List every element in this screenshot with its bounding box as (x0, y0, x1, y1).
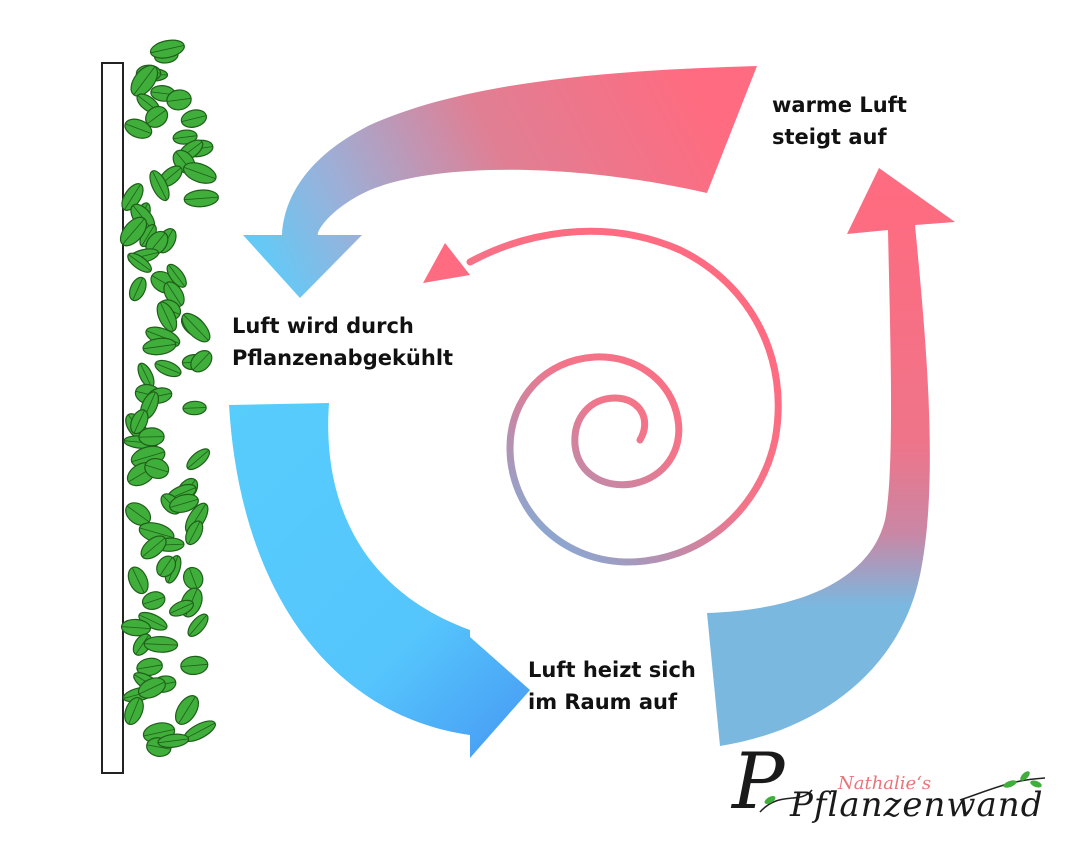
leaf-vein (173, 135, 198, 139)
leaf-vein (143, 343, 176, 350)
arrow-left-cool (229, 403, 530, 758)
label-air-cooled-by-plants: Luft wird durch Pflanzenabgekühlt (232, 314, 454, 370)
leaf-vein (183, 314, 209, 341)
logo-vine (759, 777, 1046, 813)
leaf-vein (126, 505, 150, 523)
leaf-vein (152, 170, 168, 201)
wall (101, 62, 124, 774)
leaf-vein (166, 282, 182, 306)
leaf-vein (144, 643, 178, 646)
leaf-vein (139, 363, 153, 388)
leaf-vein (142, 537, 166, 558)
leaf-vein (122, 218, 145, 245)
leaf-vein (166, 97, 192, 102)
leaf-vein (138, 436, 165, 438)
leaf-vein (135, 634, 150, 655)
leaf-vein (188, 521, 201, 545)
leaf-vein (159, 557, 173, 576)
leaf-vein (180, 663, 208, 667)
label-air-heats-up: Luft heizt sich im Raum auf (528, 658, 696, 714)
logo-subtitle: Nathalie‘s (838, 773, 932, 794)
leaf-vein (178, 696, 196, 724)
leaf-vein (155, 362, 181, 374)
leaf-vein (124, 184, 141, 211)
leaf-vein (182, 407, 207, 409)
leaf-vein (147, 109, 167, 125)
leaf-vein (133, 410, 145, 434)
leaf-vein (131, 451, 165, 463)
leaf-vein (188, 614, 208, 636)
leaf-vein (183, 722, 216, 740)
leaf-vein (169, 602, 194, 614)
leaf-vein (187, 449, 210, 469)
leaf-vein (142, 596, 165, 605)
leaf-vein (188, 567, 198, 589)
leaf-vein (133, 66, 156, 96)
spiral-arrowhead (423, 243, 470, 283)
arrow-top-warm-to-cool (243, 66, 757, 298)
leaf-vein (141, 224, 155, 247)
leaf-vein (157, 738, 189, 744)
leaf-vein (192, 352, 210, 371)
spiral-flow (466, 227, 782, 566)
plant-wall (119, 39, 219, 758)
leaf-vein (131, 567, 145, 594)
label-warm-air-rises: warme Luft steigt auf (772, 93, 907, 149)
leaf-vein (144, 464, 169, 473)
leaf-vein (168, 264, 186, 287)
leaf-vein (128, 254, 152, 272)
leaf-vein (125, 123, 152, 134)
leaf-vein (184, 196, 219, 201)
logo-leaves (764, 771, 1042, 804)
leaf-vein (150, 45, 185, 54)
leaf-vein (136, 664, 163, 670)
logo-title: Pflanzenwand (790, 785, 1044, 825)
leaf-vein (132, 277, 144, 301)
leaf-vein (160, 302, 174, 332)
leaf-vein (128, 697, 140, 725)
leaf-vein (183, 166, 216, 180)
logo-monogram: P (732, 737, 785, 827)
leaf-vein (169, 498, 199, 508)
leaf-vein (121, 626, 151, 629)
leaf-vein (138, 681, 165, 695)
leaf-vein (139, 527, 174, 539)
arrow-right-rising (707, 168, 955, 746)
leaf-vein (146, 744, 171, 750)
leaf-vein (139, 614, 167, 629)
leaf-vein (143, 729, 175, 737)
brand-logo: P Nathalie‘s Pflanzenwand (728, 735, 1058, 845)
leaf-vein (181, 115, 207, 122)
